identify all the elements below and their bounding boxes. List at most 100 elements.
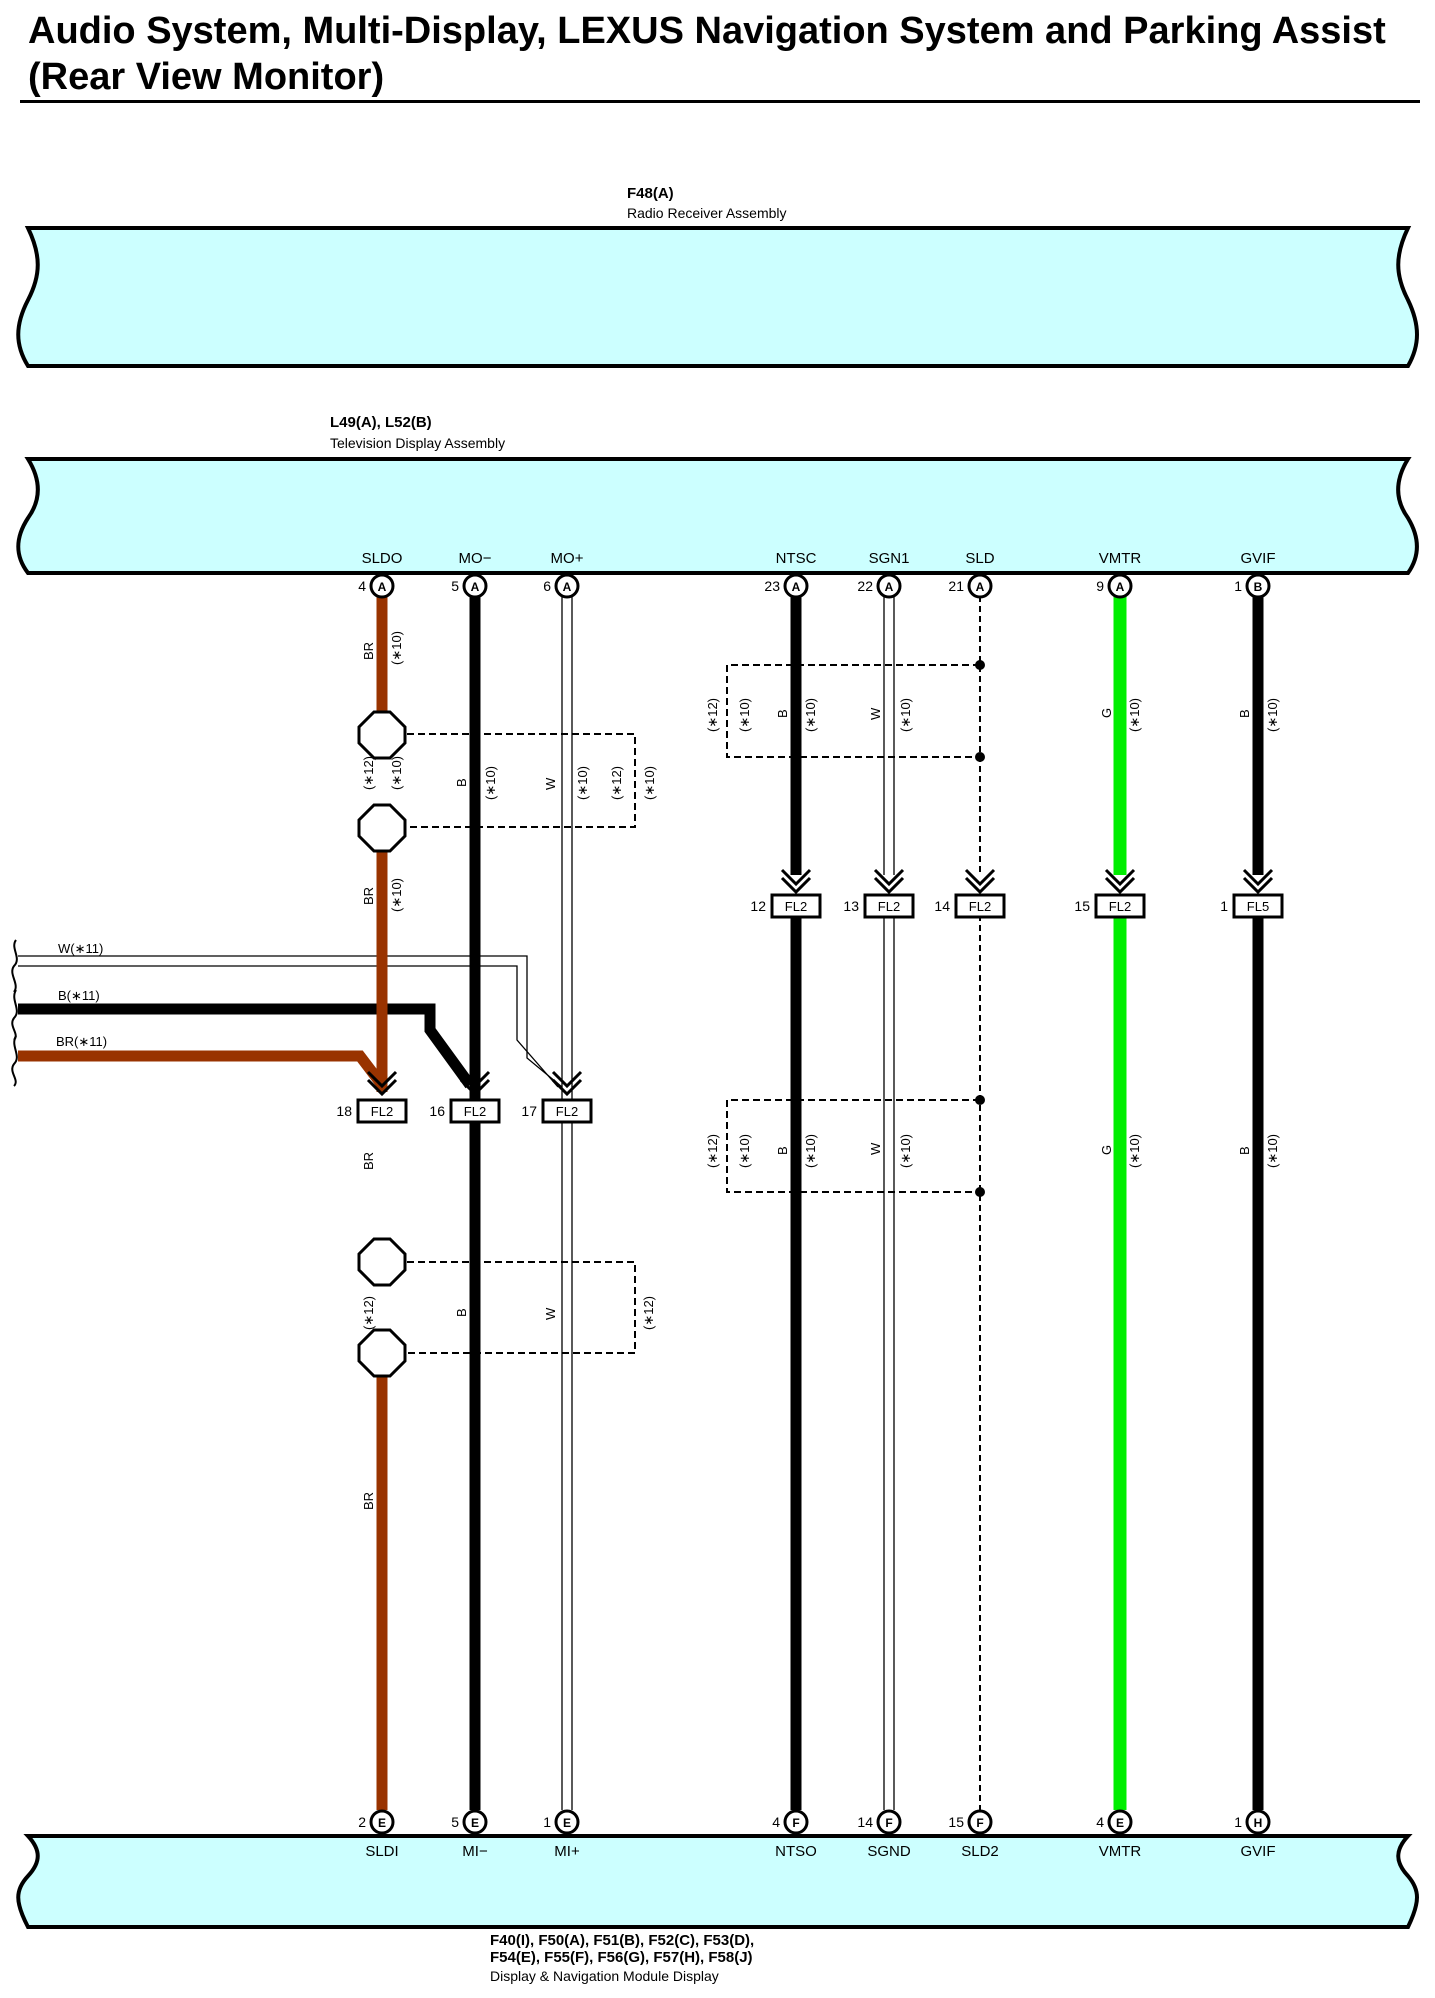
junction-label: FL2: [1109, 899, 1131, 914]
wire-note-label: (∗10): [575, 766, 590, 800]
pin-number: 4: [772, 1814, 780, 1830]
junction-connector-1: FL5 1: [1220, 893, 1284, 919]
wire-note-label: (∗10): [1265, 698, 1280, 732]
wire-color-label: W: [543, 777, 558, 790]
wire-in-w11: [18, 955, 563, 1088]
pin-signal: SLDI: [365, 1843, 398, 1860]
wire-color-label: B: [1237, 1146, 1252, 1155]
display-pin-gvif: H 1 GVIF: [1234, 1809, 1276, 1860]
junction-pin: 17: [521, 1103, 537, 1119]
pin-number: 14: [857, 1814, 873, 1830]
pin-connector: E: [563, 1816, 571, 1830]
wire-color-label: W: [868, 707, 883, 720]
pin-number: 4: [1096, 1814, 1104, 1830]
wire-note-label: (∗10): [389, 631, 404, 665]
tv-pin-sgn1: SGN1 A 22: [857, 550, 910, 599]
tv-pin-mo-minus: MO− A 5: [451, 550, 492, 599]
junction-label: FL2: [556, 1104, 578, 1119]
junction-connector-17: FL2 17: [521, 1098, 593, 1124]
junction-label: FL2: [785, 899, 807, 914]
wire-note-label: (∗10): [642, 766, 657, 800]
junction-label: FL2: [969, 899, 991, 914]
shield-junction-dots: [975, 660, 985, 1197]
pin-connector: B: [1254, 580, 1263, 594]
title-rule: [20, 100, 1420, 103]
pin-number: 5: [451, 1814, 459, 1830]
pin-signal: SGND: [867, 1843, 911, 1860]
junction-connector-14: FL2 14: [934, 893, 1006, 919]
pin-signal: SLDO: [362, 550, 403, 567]
wire-color-label: BR: [361, 642, 376, 660]
wire-note-label: (∗12): [361, 1296, 376, 1330]
display-module-name: Display & Navigation Module Display: [490, 1968, 719, 1984]
wire-note-label: (∗10): [898, 698, 913, 732]
pin-signal: NTSC: [776, 550, 817, 567]
tv-display-panel: [16, 457, 1419, 575]
pin-number: 1: [1234, 1814, 1242, 1830]
pin-number: 5: [451, 578, 459, 594]
pin-number: 6: [543, 578, 551, 594]
wire-note-label: (∗10): [483, 766, 498, 800]
pin-number: 1: [1234, 578, 1242, 594]
pin-number: 1: [543, 1814, 551, 1830]
display-pin-sld2: F 15 SLD2: [948, 1809, 999, 1860]
junction-connector-15: FL2 15: [1074, 893, 1146, 919]
pin-connector: A: [885, 580, 894, 594]
shield-loop-lower-right: [726, 1099, 980, 1193]
wire-note-label: (∗10): [1127, 1134, 1142, 1168]
display-pin-ntso: F 4 NTSO: [772, 1809, 817, 1860]
wire-in-w11-label: W(∗11): [58, 941, 103, 956]
pin-connector: H: [1254, 1816, 1263, 1830]
wire-in-b11: [18, 1003, 475, 1089]
pin-signal: MI−: [462, 1843, 488, 1860]
junction-pin: 16: [429, 1103, 445, 1119]
pin-signal: SLD2: [961, 1843, 999, 1860]
wire-color-label: W: [543, 1307, 558, 1320]
display-pin-mi-minus: E 5 MI−: [451, 1809, 488, 1860]
display-module-panel: [16, 1834, 1419, 1929]
pin-signal: MO−: [459, 550, 492, 567]
wire-note-label: (∗10): [1265, 1134, 1280, 1168]
wire-note-label: (∗12): [609, 766, 624, 800]
pin-signal: SGN1: [869, 550, 910, 567]
tv-pin-vmtr: VMTR A 9: [1096, 550, 1142, 599]
pin-number: 4: [358, 578, 366, 594]
wire-note-label: (∗10): [1127, 698, 1142, 732]
pin-signal: SLD: [965, 550, 994, 567]
pin-connector: F: [885, 1816, 892, 1830]
pin-connector: E: [1116, 1816, 1124, 1830]
junction-label: FL2: [878, 899, 900, 914]
wire-color-label: B: [775, 709, 790, 718]
wire-color-label: G: [1099, 1145, 1114, 1155]
wire-note-label: (∗12): [361, 756, 376, 790]
pin-connector: F: [792, 1816, 799, 1830]
tv-pin-gvif: GVIF B 1: [1234, 550, 1276, 599]
shield-loop-upper-left: [407, 733, 636, 828]
pin-signal: VMTR: [1099, 550, 1142, 567]
octagon-connector: [357, 710, 407, 1378]
wire-cut-marks: [11, 939, 18, 1087]
pin-number: 15: [948, 1814, 964, 1830]
junction-connector-13: FL2 13: [843, 893, 915, 919]
wire-color-label: B: [775, 1146, 790, 1155]
wire-note-label: (∗10): [389, 878, 404, 912]
wire-color-label: BR: [361, 1152, 376, 1170]
display-module-code-2: F54(E), F55(F), F56(G), F57(H), F58(J): [490, 1949, 753, 1966]
pin-connector: A: [378, 580, 387, 594]
pin-number: 9: [1096, 578, 1104, 594]
wire-in-b11-label: B(∗11): [58, 988, 100, 1003]
wire-sgn1-w: [883, 596, 895, 1810]
tv-pin-mo-plus: MO+ A 6: [543, 550, 584, 599]
junction-pin: 14: [934, 898, 950, 914]
shield-loop-lower-left: [407, 1261, 636, 1354]
pin-signal: MI+: [554, 1843, 580, 1860]
pin-connector: A: [563, 580, 572, 594]
wire-color-label: B: [454, 1308, 469, 1317]
junction-connector-16: FL2 16: [429, 1098, 501, 1124]
pin-connector: E: [378, 1816, 386, 1830]
pin-signal: VMTR: [1099, 1843, 1142, 1860]
tv-pin-sldo: SLDO A 4: [358, 550, 403, 599]
wire-color-label: B: [454, 778, 469, 787]
wire-color-label: BR: [361, 887, 376, 905]
